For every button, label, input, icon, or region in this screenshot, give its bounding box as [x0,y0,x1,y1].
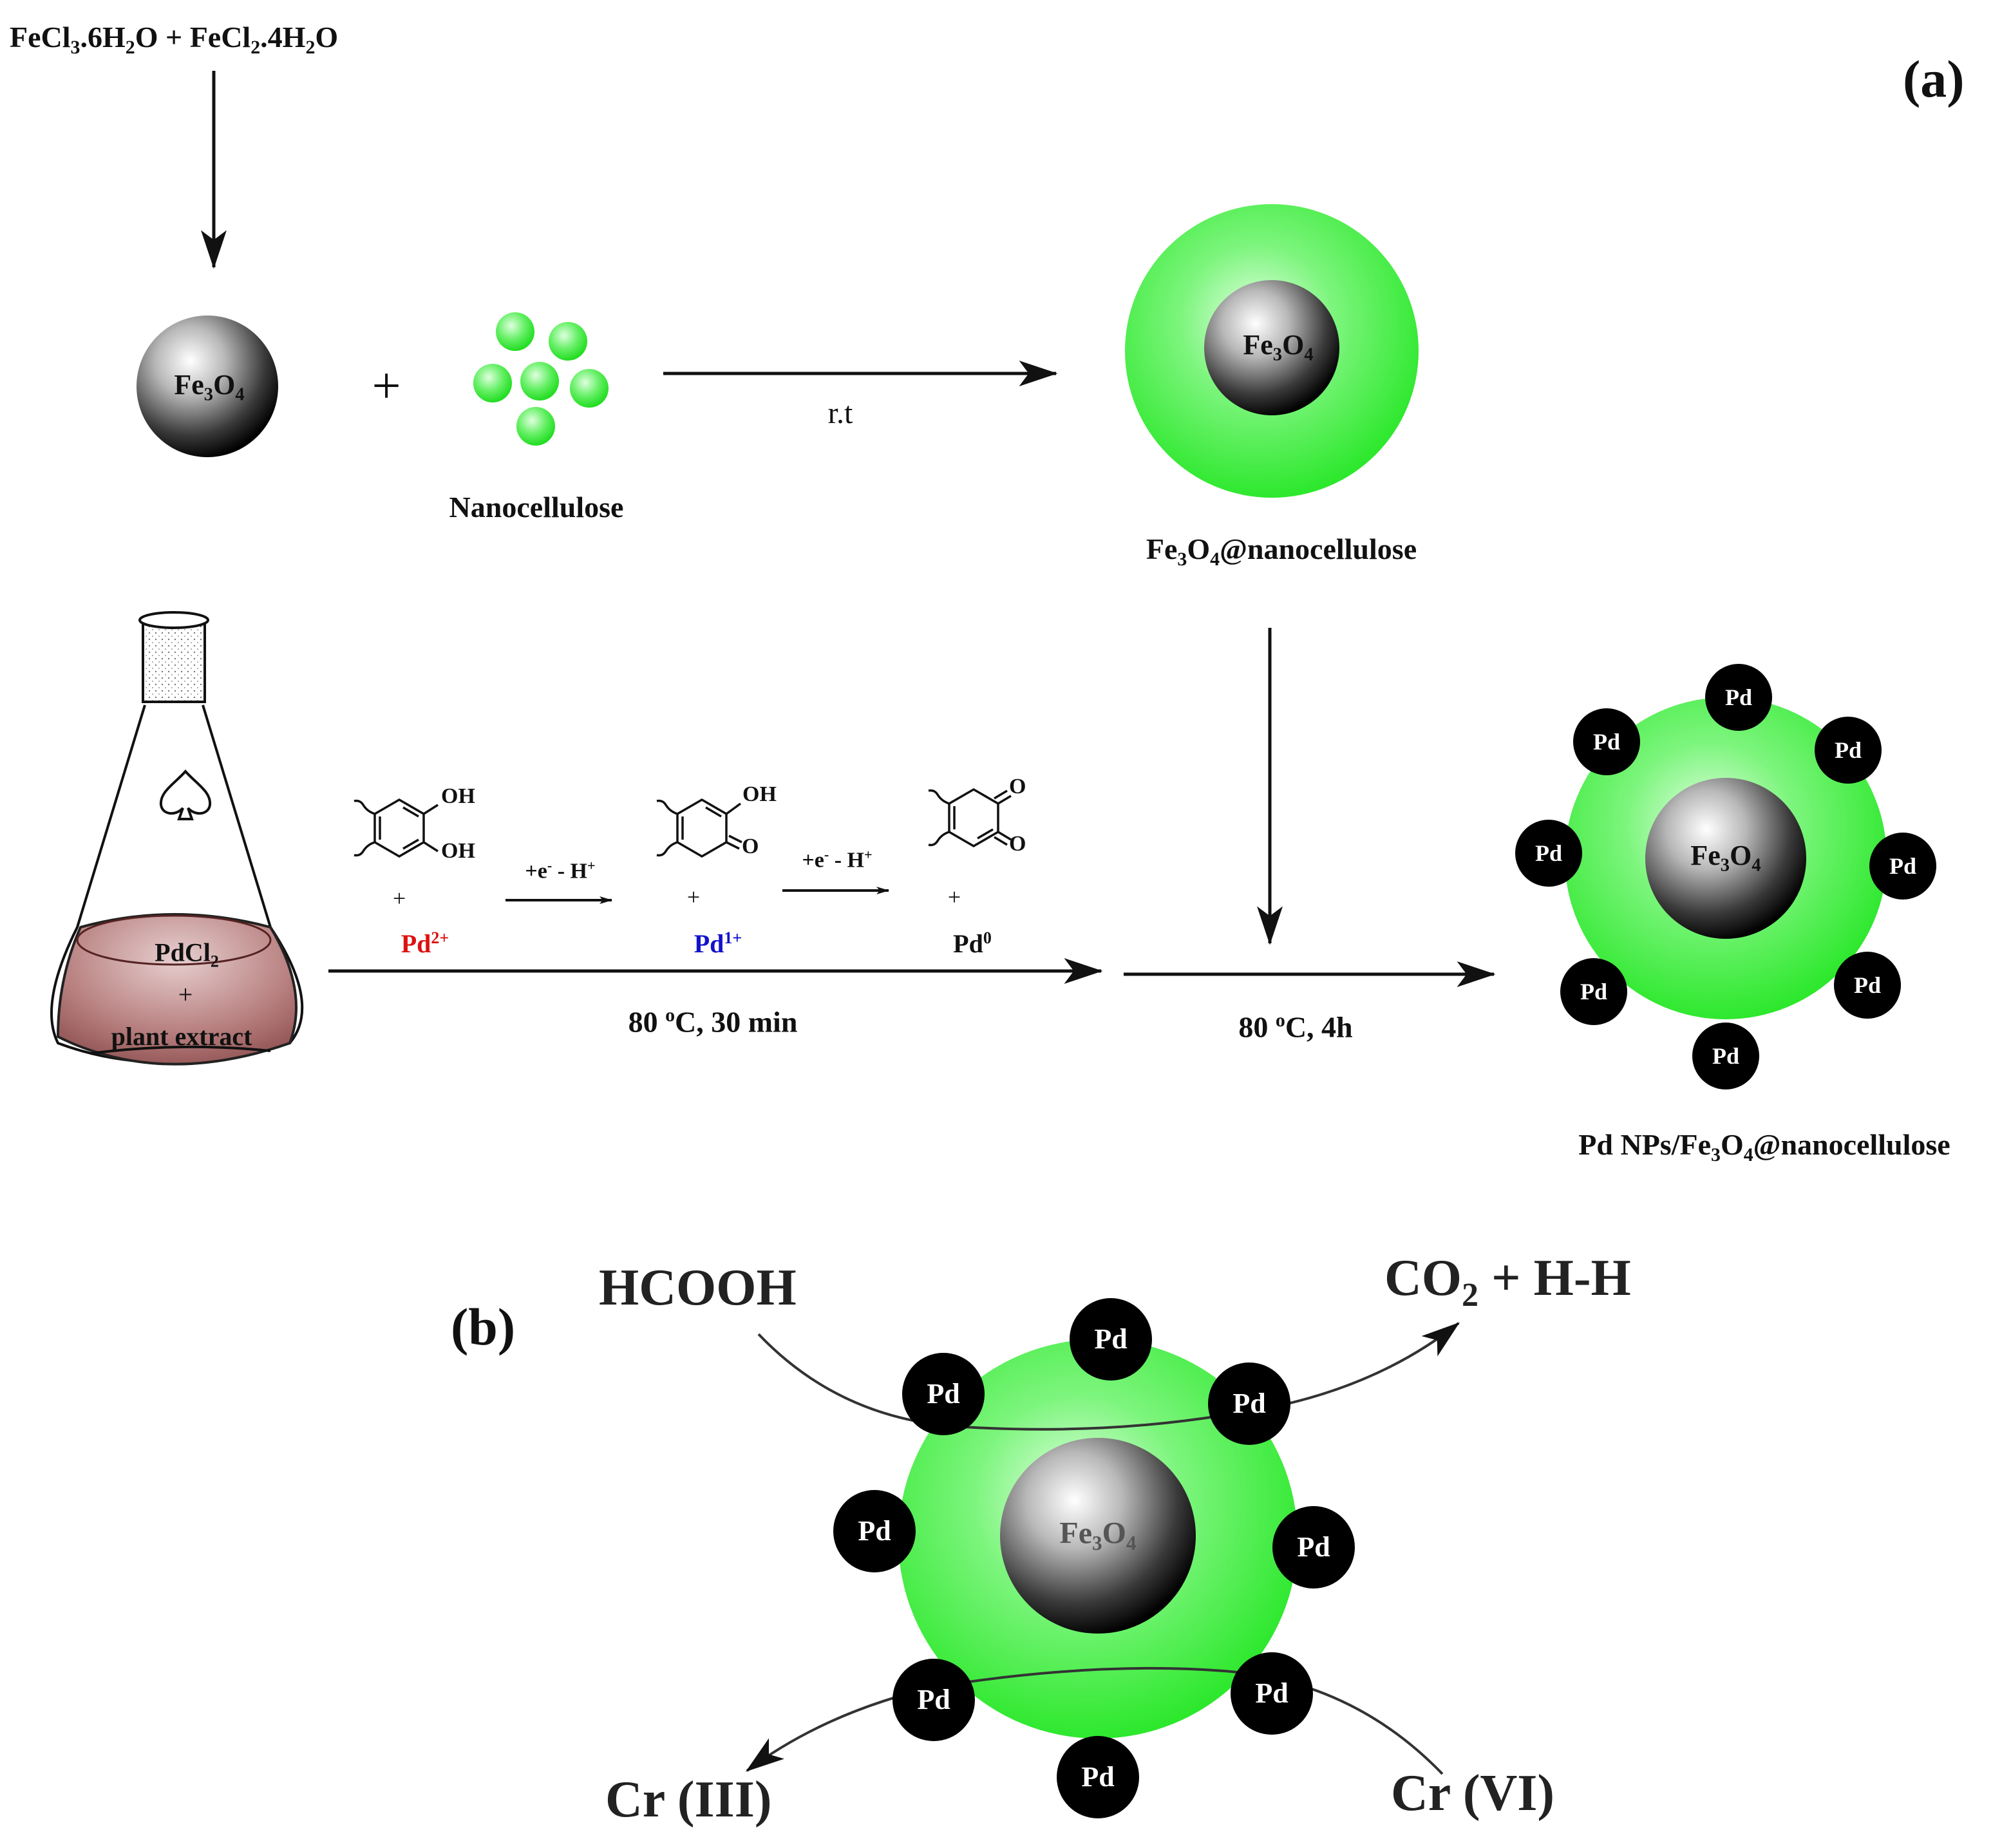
flask-stopper [142,619,206,703]
pd-dot-label: Pd [1535,840,1563,866]
plus-sign: + [372,358,401,415]
final-pd-dots [1515,664,1936,1089]
cr3-label: Cr (III) [605,1771,772,1828]
pd-dot-label: Pd [1853,972,1882,998]
fe3o4-sphere [137,316,278,457]
composite-label: Fe3O4@nanocellulose [1146,533,1417,570]
panel-a-label: (a) [1903,50,1965,108]
nanocellulose-label: Nanocellulose [449,491,624,523]
final-core [1645,778,1806,939]
plus-1: + [392,885,406,911]
plus-3: + [947,884,961,910]
b-core-label: Fe3O4 [1059,1516,1137,1555]
oh-label-3: OH [742,782,777,806]
b-pd-label: Pd [1297,1531,1330,1563]
flask [50,611,304,1066]
precursor-formula: FeCl3.6H2O + FeCl2.4H2O [10,21,339,59]
oh-label-2: OH [441,839,475,863]
composite-core-label: Fe3O4 [1243,328,1314,365]
flask-liquid [56,913,297,1066]
condition-30min: 80 oC, 30 min [628,1004,798,1039]
pd-dot-label: Pd [1889,853,1917,879]
b-pd-label: Pd [1081,1761,1115,1793]
leaf-icon [159,769,212,820]
curve-hcooh [757,1322,1460,1431]
nanocellulose-beads [473,312,609,446]
pd-dot-label: Pd [1592,729,1621,755]
o-label-3: O [1009,832,1026,856]
electron-step-label-2: +e- - H+ [802,846,873,872]
pd-dot-label: Pd [1724,684,1753,710]
rt-label: r.t [827,396,853,430]
plus-2: + [686,884,701,910]
cr6-label: Cr (VI) [1391,1765,1555,1822]
catechol-molecule [354,798,439,858]
co2-label: CO2 + H-H [1384,1250,1631,1314]
composite-core [1204,280,1339,415]
final-product-label: Pd NPs/Fe3O4@nanocellulose [1578,1128,1950,1166]
electron-step-label-1: +e- - H+ [525,857,596,883]
pd1-label: Pd1+ [694,928,742,959]
o-label-1: O [742,834,759,858]
o-label-2: O [1009,775,1026,798]
b-pd-label: Pd [1232,1388,1266,1419]
b-pd-label: Pd [858,1515,891,1547]
pd-dot-label: Pd [1712,1043,1740,1069]
b-pd-label: Pd [1255,1677,1289,1709]
pd-dot-label: Pd [1834,737,1862,763]
fe3o4-label: Fe3O4 [174,368,245,405]
final-core-label: Fe3O4 [1690,839,1761,876]
plant-extract-label: plant extract [111,1022,252,1051]
b-core [1000,1438,1196,1634]
b-pd-label: Pd [1094,1323,1128,1355]
pd-dot-label: Pd [1580,979,1608,1004]
quinone-molecule [928,787,1012,848]
b-pd-dots [833,1298,1355,1818]
pdcl2-label: PdCl2 [155,938,219,971]
b-pd-label: Pd [927,1378,960,1410]
pd2-label: Pd2+ [401,928,449,959]
curve-cr [745,1666,1444,1775]
condition-4h: 80 oC, 4h [1238,1010,1353,1044]
panel-b-label: (b) [451,1297,516,1356]
oh-label-1: OH [441,784,475,808]
semiquinone-molecule [656,798,742,858]
b-pd-label: Pd [917,1684,950,1715]
flask-plus: + [178,980,193,1009]
pd0-label: Pd0 [953,928,992,959]
hcooh-label: HCOOH [599,1259,797,1316]
